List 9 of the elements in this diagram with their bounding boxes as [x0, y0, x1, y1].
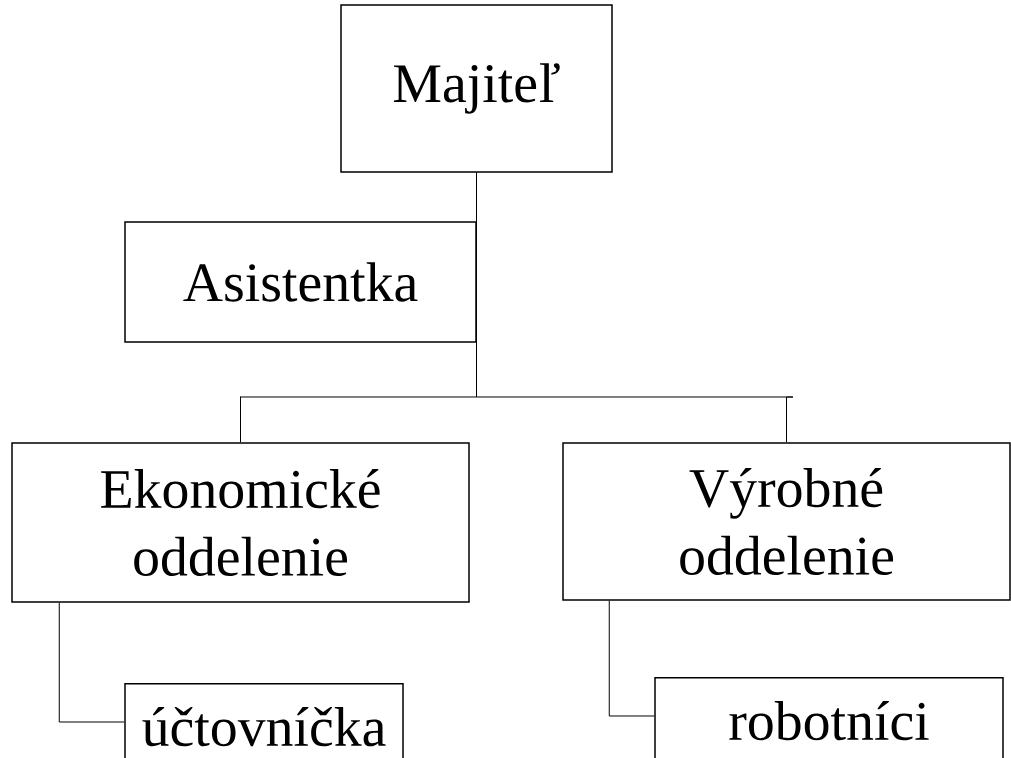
connector-line [476, 172, 794, 443]
org-box: robotníci [654, 677, 1004, 758]
org-box: účtovníčka [124, 683, 404, 758]
connector-line [58, 602, 125, 723]
org-box: Asistentka [124, 221, 477, 343]
org-box: Ekonomické oddelenie [11, 442, 470, 603]
org-box: Výrobné oddelenie [562, 442, 1011, 601]
connector-line [608, 600, 655, 717]
org-box: Majiteľ [340, 4, 613, 173]
